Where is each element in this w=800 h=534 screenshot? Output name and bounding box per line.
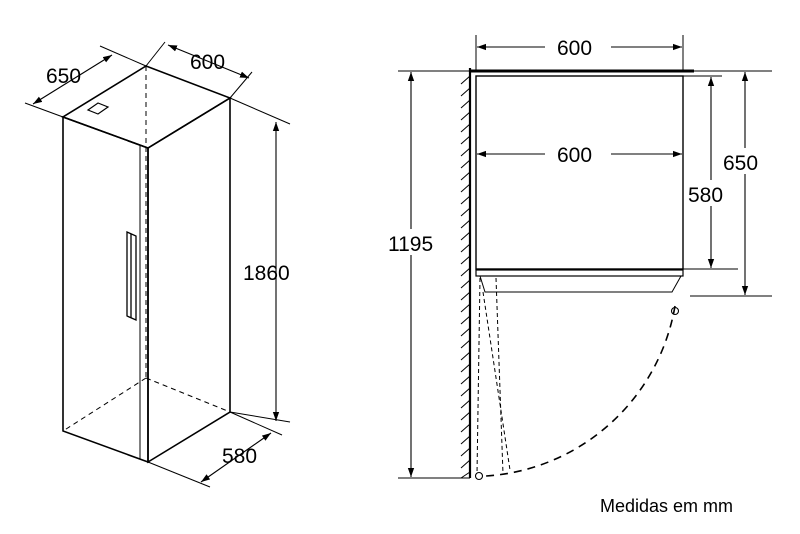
dimension-overall-width-600: 600 (475, 33, 684, 70)
cabinet-body (475, 75, 684, 270)
door-open-outline (476, 277, 511, 475)
dim-label-depth: 650 (46, 65, 81, 88)
dimension-height-1860: 1860 (229, 97, 291, 423)
dim-label-inner-width: 600 (557, 144, 592, 167)
dimension-width-600: 600 (145, 41, 253, 99)
dim-label-bottom-depth: 580 (222, 445, 257, 468)
dimension-depth-580: 580 (683, 75, 738, 270)
dim-label-width: 600 (190, 51, 225, 74)
door-closed (475, 269, 684, 277)
appliance-3d-view (61, 65, 232, 464)
dimension-inner-width-600: 600 (477, 140, 682, 167)
dimension-depth-650-top: 650 (690, 70, 772, 297)
dim-label-height: 1860 (243, 262, 290, 285)
door-handle (126, 230, 137, 322)
wall-hatching (460, 75, 471, 479)
appliance-side-face (147, 96, 231, 464)
top-view (460, 68, 694, 481)
dimension-opening-1195: 1195 (386, 70, 470, 479)
dimension-bottom-580: 580 (147, 411, 283, 488)
dim-label-1195: 1195 (388, 233, 433, 256)
appliance-front-face (62, 115, 149, 464)
units-note: Medidas em mm (600, 496, 733, 516)
dim-label-depth-580: 580 (688, 184, 723, 207)
top-hinge (86, 102, 110, 115)
hidden-edges (62, 66, 231, 432)
dim-label-overall-width: 600 (557, 37, 592, 60)
dimension-depth-650: 650 (24, 45, 147, 118)
door-swing-arc (485, 305, 676, 477)
dim-label-depth-650: 650 (723, 152, 758, 175)
